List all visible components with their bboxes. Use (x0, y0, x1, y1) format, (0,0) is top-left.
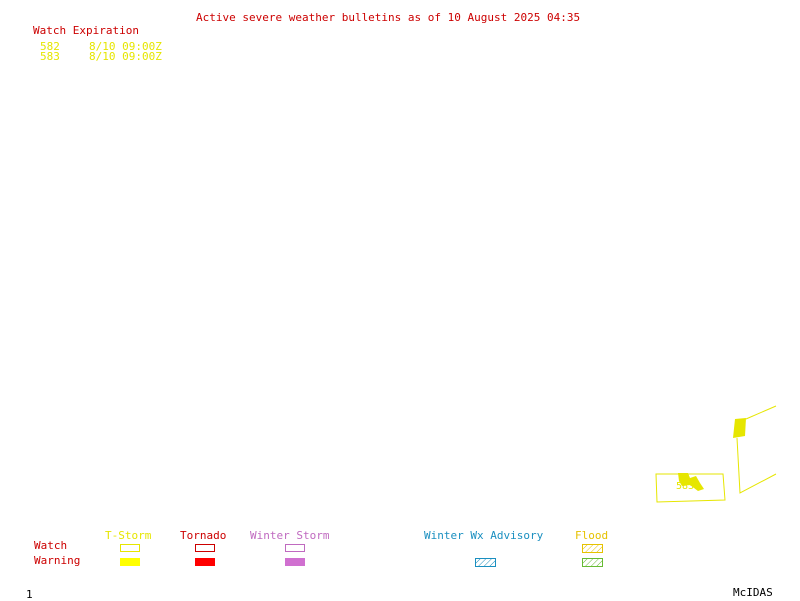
legend-label-tornado: Tornado (180, 529, 227, 542)
watch-583-outline (655, 473, 726, 503)
legend-swatch-flood-warning (582, 558, 603, 567)
legend-label-winter-advisory: Winter Wx Advisory (424, 529, 544, 542)
watch-id: 582 (40, 40, 60, 53)
legend-swatch-flood-watch (582, 544, 603, 553)
legend-label-winter-storm: Winter Storm (250, 529, 330, 542)
watch-expiration-heading: Watch Expiration (33, 24, 139, 37)
watch-boundary-line (745, 405, 777, 420)
brand-label: McIDAS (733, 586, 773, 599)
legend-swatch-winter-storm-warning (285, 558, 305, 566)
watch-expiry: 8/10 09:00Z (89, 40, 162, 53)
warning-area (678, 473, 704, 491)
legend-row-warning: Warning (34, 554, 81, 567)
legend-label-flood: Flood (575, 529, 609, 542)
legend-swatch-winter-storm-watch (285, 544, 305, 552)
warning-area (733, 418, 746, 438)
legend-swatch-tstorm-watch (120, 544, 140, 552)
legend-swatch-tornado-watch (195, 544, 215, 552)
legend-label-tstorm: T-Storm (105, 529, 152, 542)
watch-id: 583 (40, 50, 60, 63)
watch-boundary-line (736, 437, 777, 494)
watch-expiry: 8/10 09:00Z (89, 50, 162, 63)
legend-swatch-winter-advisory (475, 558, 496, 567)
watch-map-label: 583 (676, 481, 695, 492)
bulletin-title: Active severe weather bulletins as of 10… (196, 11, 581, 24)
frame-number: 1 (26, 588, 33, 601)
legend-swatch-tstorm-warning (120, 558, 140, 566)
legend-swatch-tornado-warning (195, 558, 215, 566)
legend-row-watch: Watch (34, 539, 68, 552)
